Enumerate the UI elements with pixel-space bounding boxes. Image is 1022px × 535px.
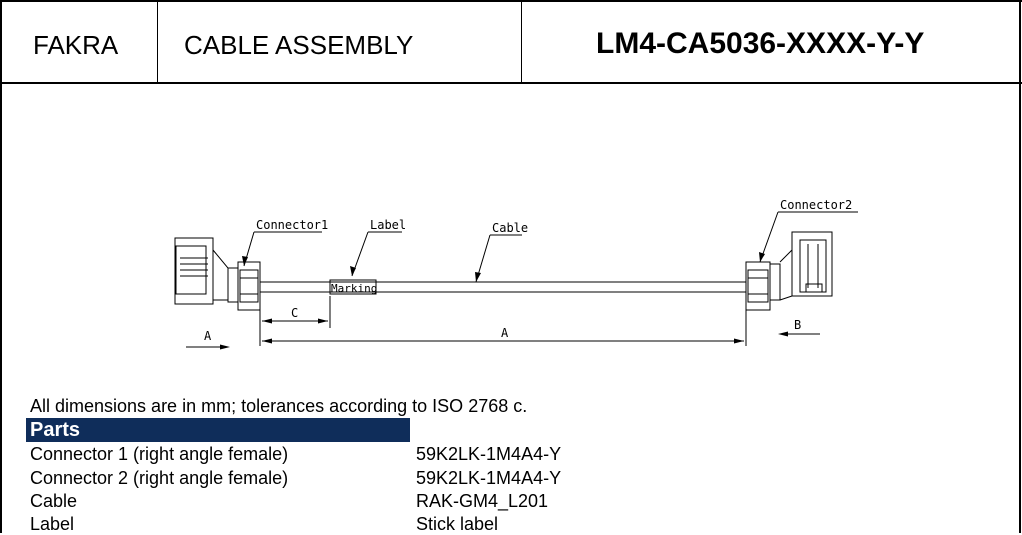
label-cable: Cable bbox=[492, 221, 528, 235]
dim-label-a: A bbox=[501, 326, 509, 340]
header-top-border bbox=[0, 0, 1022, 2]
header-category: FAKRA bbox=[33, 30, 119, 60]
leader-lines bbox=[243, 211, 858, 283]
label-connector1: Connector1 bbox=[256, 218, 328, 232]
header-part-number: LM4-CA5036-XXXX-Y-Y bbox=[596, 27, 925, 60]
part-name: Connector 1 (right angle female) bbox=[30, 444, 289, 464]
part-value: 59K2LK-1M4A4-Y bbox=[416, 468, 562, 488]
dimension-lines bbox=[186, 296, 820, 348]
label-connector2: Connector2 bbox=[780, 198, 852, 212]
view-label-b: B bbox=[794, 318, 801, 332]
connector2-body bbox=[745, 231, 833, 311]
connector1-body bbox=[174, 237, 261, 311]
parts-heading: Parts bbox=[26, 418, 410, 442]
header-bottom-border bbox=[0, 82, 1022, 84]
cable-body bbox=[260, 279, 746, 295]
header-right-border bbox=[1019, 0, 1021, 533]
part-name: Cable bbox=[30, 491, 78, 511]
dim-label-c: C bbox=[291, 306, 298, 320]
cable-assembly-drawing: Connector1 Label Cable Connector2 Markin… bbox=[174, 198, 858, 350]
part-name: Label bbox=[30, 514, 75, 534]
part-value: Stick label bbox=[416, 514, 499, 534]
view-label-a: A bbox=[204, 329, 212, 343]
header-description: CABLE ASSEMBLY bbox=[184, 30, 414, 60]
header-divider-2 bbox=[521, 0, 522, 84]
header-divider-1 bbox=[157, 0, 158, 84]
part-value: 59K2LK-1M4A4-Y bbox=[416, 444, 562, 464]
label-marking: Marking bbox=[331, 282, 377, 295]
label-label: Label bbox=[370, 218, 406, 232]
part-name: Connector 2 (right angle female) bbox=[30, 468, 289, 488]
header-left-border bbox=[0, 0, 2, 533]
dimensions-note: All dimensions are in mm; tolerances acc… bbox=[30, 396, 528, 416]
part-value: RAK-GM4_L201 bbox=[416, 491, 549, 511]
